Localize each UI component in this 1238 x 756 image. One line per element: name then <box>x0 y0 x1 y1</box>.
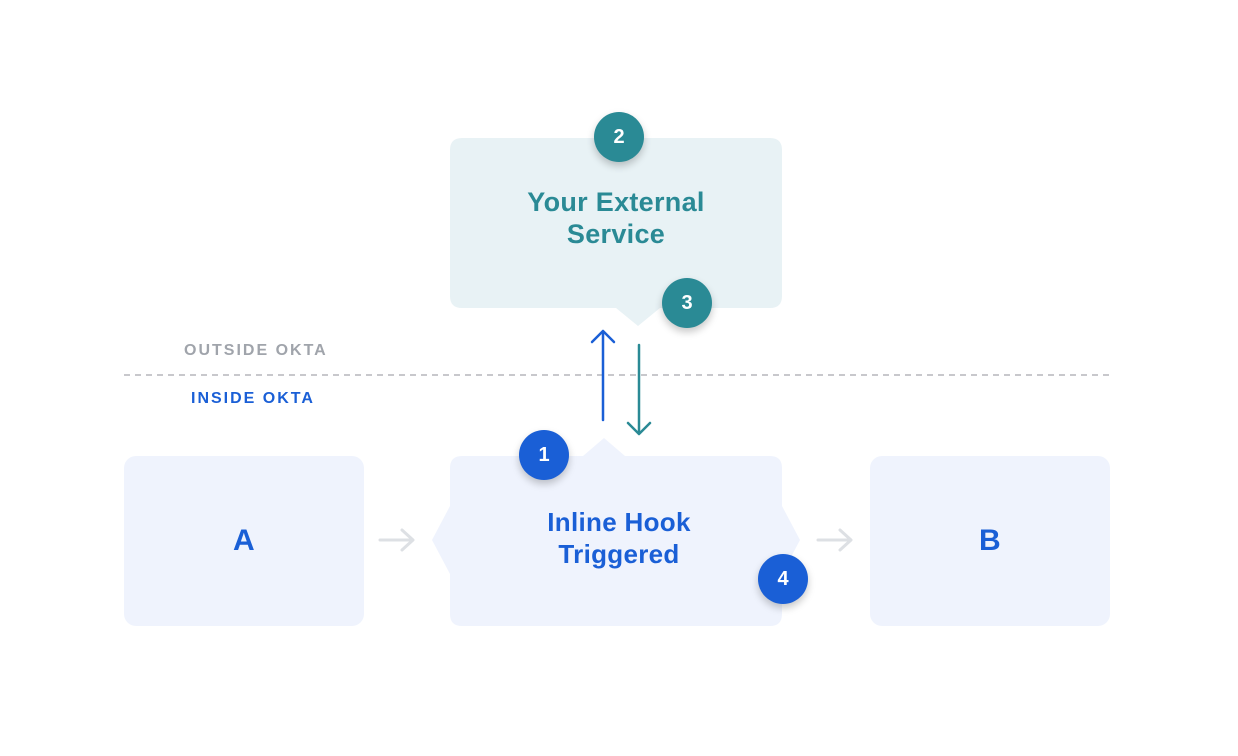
inline-hook-box <box>432 438 800 626</box>
inline-hook-label-line2: Triggered <box>558 539 680 569</box>
external-service-label-line1: Your External <box>527 187 705 217</box>
step-2-badge: 2 <box>594 112 644 162</box>
outside-okta-label: OUTSIDE OKTA <box>184 342 328 359</box>
external-service-label-line2: Service <box>566 219 666 249</box>
box-b <box>870 456 1110 626</box>
flow-arrow-a-to-hook <box>378 528 415 552</box>
step-3-badge: 3 <box>662 278 712 328</box>
response-arrow-down <box>626 343 652 436</box>
external-service-box <box>450 138 782 326</box>
step-4-badge: 4 <box>758 554 808 604</box>
box-a <box>124 456 364 626</box>
box-a-label: A <box>233 524 255 557</box>
inside-okta-label: INSIDE OKTA <box>191 390 315 407</box>
flow-arrow-hook-to-b <box>816 528 853 552</box>
inline-hook-label-line1: Inline Hook <box>547 507 691 537</box>
box-b-label: B <box>979 524 1001 557</box>
step-1-badge: 1 <box>519 430 569 480</box>
inline-hook-label: Inline Hook Triggered <box>450 506 788 570</box>
request-arrow-up <box>590 329 616 422</box>
external-service-label: Your External Service <box>450 186 782 250</box>
